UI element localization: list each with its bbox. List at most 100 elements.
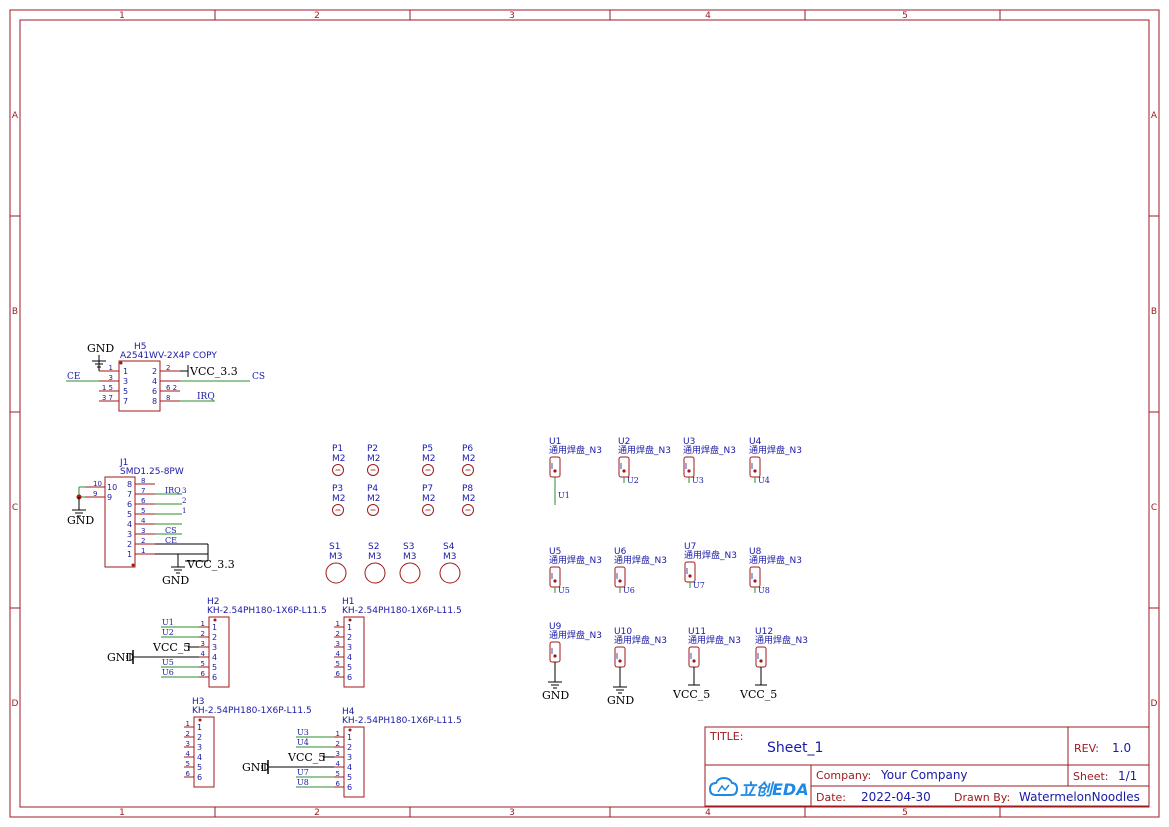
j1-vcc-label: VCC_3.3 <box>186 558 235 571</box>
solder-pad-value: 通用焊盘_N3 <box>688 634 741 646</box>
j1-net-label: CE <box>165 536 177 545</box>
solder-pad-gnd-symbol <box>613 681 627 694</box>
j1-gnd-symbol <box>171 561 185 574</box>
pad-m2-ref: P3 <box>332 484 343 494</box>
j1-pin-number: 7 <box>127 490 132 499</box>
header-pin-outer: 5 <box>186 760 190 768</box>
header-h4: H4KH-2.54PH180-1X6P-L11.511U322U4334455U… <box>242 707 462 798</box>
solder-pad-body <box>618 456 630 478</box>
header-net-label: U7 <box>297 768 309 777</box>
solder-pad-net: U1 <box>558 491 570 500</box>
solder-pad-ref: U4 <box>749 437 762 447</box>
solder-pad-ref: U9 <box>549 622 562 632</box>
solder-pad-body <box>684 561 696 583</box>
solder-pad-net: U6 <box>623 586 635 595</box>
pad-m2-ref: P1 <box>332 444 343 454</box>
solder-pad-value: 通用焊盘_N3 <box>684 549 737 561</box>
company-value: Your Company <box>880 768 968 782</box>
pad-m2-circle <box>422 504 434 516</box>
header-pin-number: 1 <box>212 623 217 632</box>
column-label-top: 2 <box>314 11 320 21</box>
solder-pad-dot <box>622 469 626 473</box>
h5-right-pin-number: 8 <box>152 397 157 406</box>
pad-m2-value: M2 <box>422 454 436 464</box>
solder-pad-ref: U8 <box>749 547 762 557</box>
solder-pad-value: 通用焊盘_N3 <box>749 444 802 456</box>
pad-m2-ref: P8 <box>462 484 473 494</box>
header-pin-outer: 1 <box>336 730 340 738</box>
header-pin-outer: 6 <box>186 770 191 778</box>
j1-pin-outer: 3 <box>141 527 145 535</box>
column-label-top: 3 <box>509 11 515 21</box>
header-pin-outer: 3 <box>336 750 340 758</box>
header-gnd-symbol <box>261 760 274 774</box>
header-designator: H2 <box>207 597 220 607</box>
pad-m2-value: M2 <box>332 494 346 504</box>
pad-m2-circle <box>332 504 344 516</box>
solder-pad-value: 通用焊盘_N3 <box>549 444 602 456</box>
pad-m2-ref: P7 <box>422 484 433 494</box>
pad-m3-circle <box>439 562 461 584</box>
header-net-label: U6 <box>162 668 174 677</box>
pad-m2-value: M2 <box>332 454 346 464</box>
header-pin-number: 4 <box>197 753 202 762</box>
j1-designator: J1 <box>119 458 128 468</box>
header-pin-number: 4 <box>347 653 352 662</box>
j1-gnd-symbol-left <box>72 504 86 517</box>
pad-m2-ref: P5 <box>422 444 433 454</box>
header-pin1-dot <box>348 618 352 622</box>
solder-pad-dot <box>553 469 557 473</box>
date-label: Date: <box>816 791 846 804</box>
column-label-top: 1 <box>119 11 125 21</box>
header-vcc-label: VCC_5 <box>287 751 325 764</box>
header-pin-number: 3 <box>212 643 217 652</box>
h5-vcc-label: VCC_3.3 <box>189 365 238 378</box>
solder-pad-dot <box>687 469 691 473</box>
column-label-bottom: 5 <box>902 808 908 818</box>
solder-pad-ref: U3 <box>683 437 695 447</box>
header-pin-number: 5 <box>347 773 352 782</box>
pad-m2-value: M2 <box>462 494 476 504</box>
j1-pin-outer: 7 <box>141 487 145 495</box>
inner-border <box>19 19 1150 808</box>
header-net-label: U2 <box>162 628 174 637</box>
solder-pad-ref: U10 <box>614 627 632 637</box>
j1-pin1-dot <box>131 563 135 567</box>
pad-m2-circle <box>462 464 474 476</box>
pad-m2-value: M2 <box>367 494 381 504</box>
header-gnd-label: GND <box>242 761 269 774</box>
header-pin-number: 4 <box>347 763 352 772</box>
h5-left-pin-number: 1 <box>123 367 128 376</box>
j1-pin-number: 6 <box>127 500 132 509</box>
pad-m2-ref: P4 <box>367 484 378 494</box>
column-label-top: 5 <box>902 11 908 21</box>
rev-label: REV: <box>1074 742 1099 755</box>
header-pin-number: 1 <box>197 723 202 732</box>
solder-pad-value: 通用焊盘_N3 <box>614 634 667 646</box>
pad-m2-value: M2 <box>422 494 436 504</box>
h5-right-pin-number: 2 <box>152 367 157 376</box>
solder-pad-dot <box>688 574 692 578</box>
header-value: KH-2.54PH180-1X6P-L11.5 <box>207 606 327 616</box>
pin-headers: H2KH-2.54PH180-1X6P-L11.511U122U2334455U… <box>107 597 462 798</box>
pad-m2-value: M2 <box>367 454 381 464</box>
header-pin-number: 6 <box>347 673 352 682</box>
pad-m3-value: M3 <box>368 552 382 562</box>
pad-m3-ref: S2 <box>368 542 379 552</box>
j1-gnd-label: GND <box>162 574 189 587</box>
header-pin-number: 3 <box>347 753 352 762</box>
row-label-left: A <box>12 111 19 121</box>
header-vcc-label: VCC_5 <box>152 641 190 654</box>
solder-pad-gnd-label: GND <box>542 689 569 702</box>
row-label-right: A <box>1151 111 1158 121</box>
j1-value: SMD1.25-8PW <box>120 467 184 477</box>
solder-pad-net: U2 <box>627 476 639 485</box>
solder-pad-value: 通用焊盘_N3 <box>755 634 808 646</box>
header-pin-number: 2 <box>212 633 217 642</box>
j1-pin-number: 1 <box>127 550 132 559</box>
title-block: TITLE: Sheet_1 REV: 1.0 Company: Your Co… <box>704 726 1150 807</box>
j1-body <box>104 476 136 568</box>
